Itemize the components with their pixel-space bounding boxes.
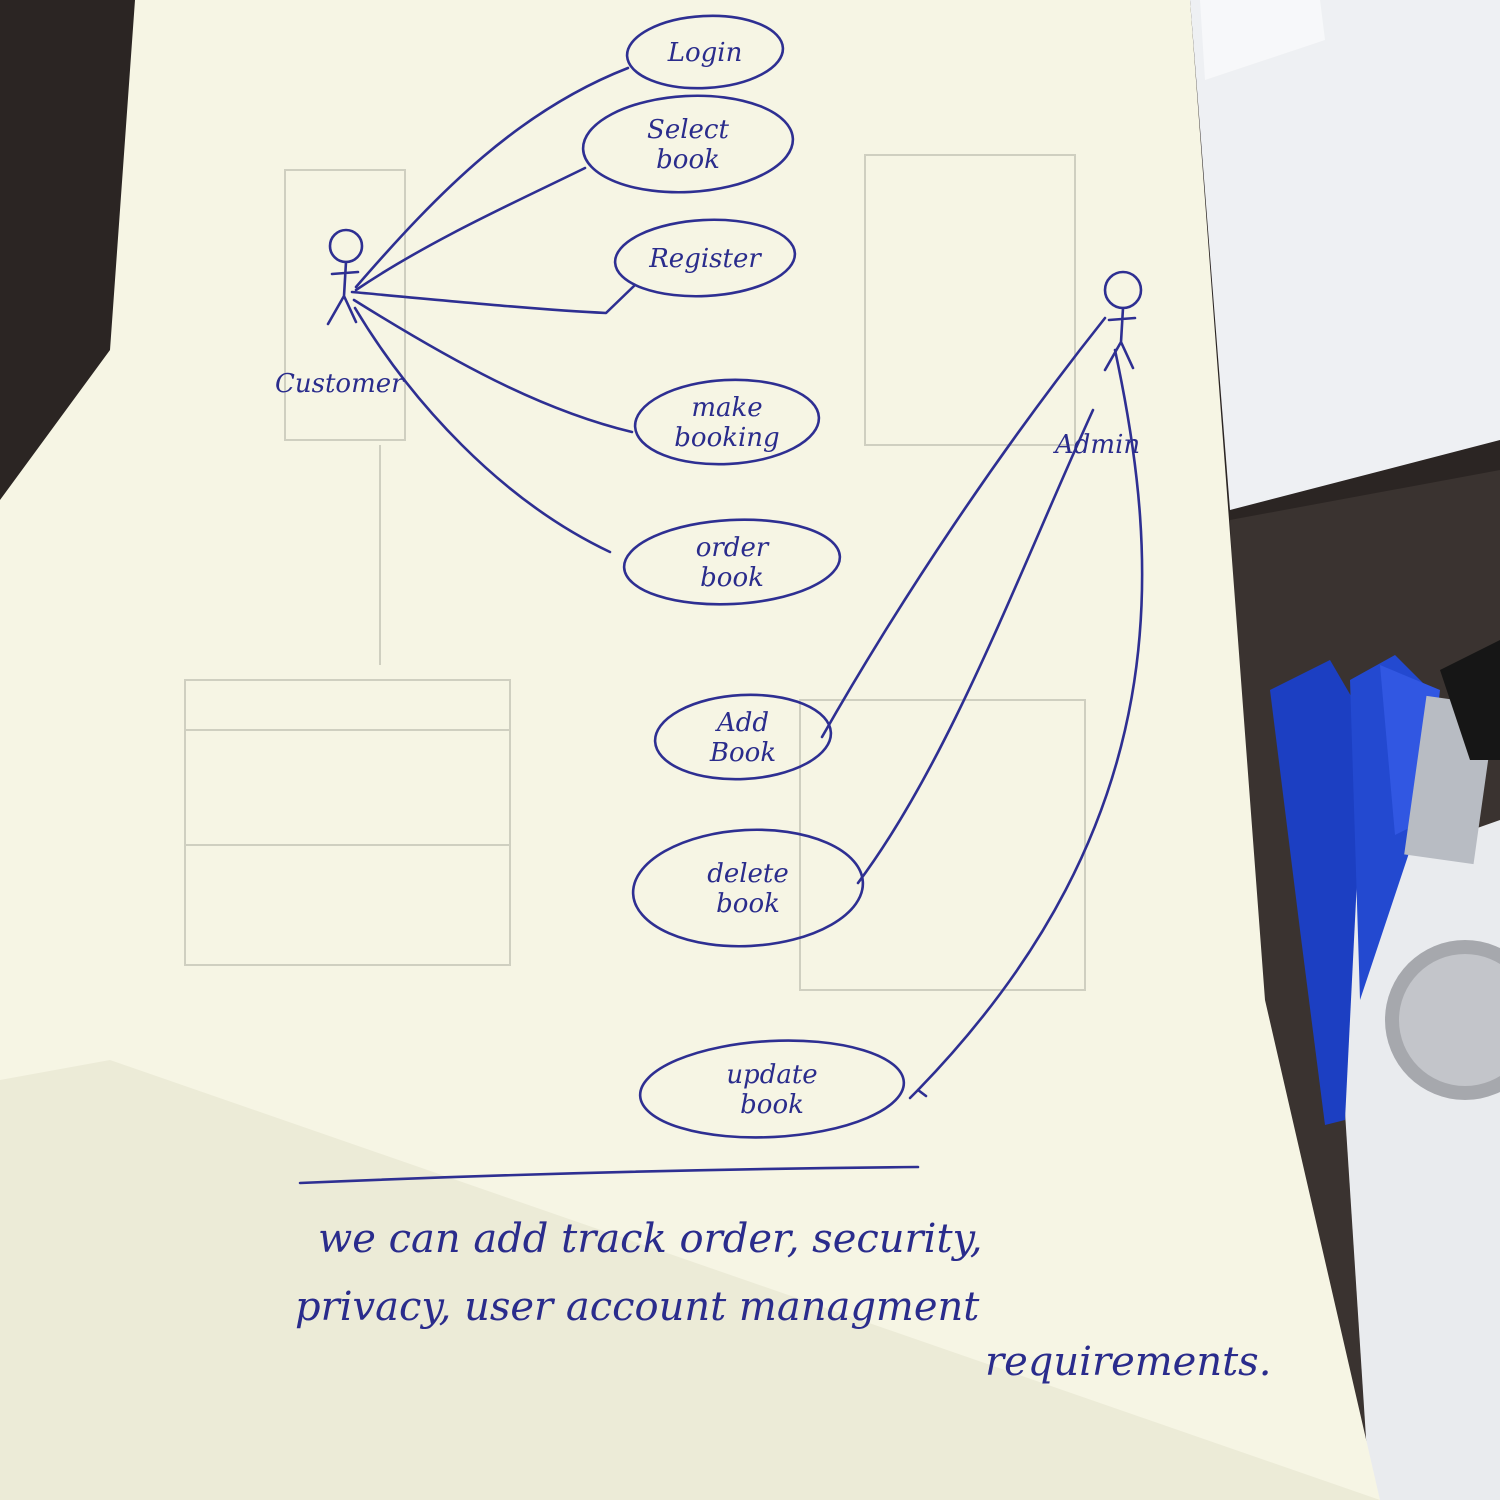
association-arrowhead (908, 1088, 928, 1100)
actor-body (1103, 306, 1137, 372)
use-case-ellipse (622, 518, 842, 606)
use-case-ellipse (613, 218, 797, 298)
actor-customer: Customer (275, 228, 405, 399)
use-case-label: delete (707, 859, 789, 889)
actor-admin: Admin (1053, 270, 1143, 460)
use-case-ellipse (631, 828, 865, 948)
actor-body (326, 260, 360, 326)
association-admin-delete-book (856, 408, 1095, 885)
actor-label: Admin (1053, 430, 1140, 460)
blue-pens (1270, 640, 1500, 1125)
white-document (1190, 0, 1500, 510)
handwritten-note: we can add track order, security, privacy… (295, 1216, 1271, 1385)
use-case-label: update (726, 1060, 817, 1090)
association-customer-select-book (354, 166, 587, 292)
show-through-marks (184, 154, 1086, 991)
use-case-ellipse (633, 378, 821, 466)
association-lines (350, 66, 1144, 1100)
paper-sheet (0, 0, 1380, 1500)
note-line: we can add track order, security, (318, 1216, 983, 1262)
actor-label: Customer (275, 369, 405, 399)
use-case-register: Register (613, 218, 797, 298)
use-case-layer: LoginSelectbookRegistermakebookingorderb… (581, 14, 906, 1139)
association-customer-make-booking (352, 298, 634, 434)
use-case-label: booking (674, 423, 779, 453)
use-case-label: Select (647, 115, 729, 145)
white-document-card (1200, 0, 1325, 80)
use-case-ellipse (638, 1039, 906, 1139)
association-customer-register (350, 283, 637, 315)
use-case-ellipse (581, 94, 795, 194)
use-case-label: Login (667, 38, 743, 68)
use-case-label: book (656, 145, 720, 175)
use-case-label: make (691, 393, 762, 423)
use-case-login: Login (625, 14, 785, 90)
use-case-label: book (716, 889, 780, 919)
silver-coin (1385, 940, 1500, 1100)
paper-shadow (0, 1060, 1380, 1500)
use-case-label: Register (648, 244, 762, 274)
association-admin-update-book (916, 348, 1144, 1092)
use-case-label: book (700, 563, 764, 593)
note-line: requirements. (985, 1339, 1271, 1385)
use-case-label: Book (709, 738, 776, 768)
use-case-label: order (696, 533, 770, 563)
note-line: privacy, user account managment (295, 1284, 980, 1330)
use-case-ellipse (625, 14, 785, 90)
association-customer-order-book (353, 306, 612, 554)
association-admin-add-book (820, 316, 1107, 739)
use-case-label: book (740, 1090, 804, 1120)
association-customer-login (354, 66, 630, 289)
use-case-label: Add (715, 708, 769, 738)
separator-line (298, 1165, 920, 1185)
use-case-ellipse (653, 693, 833, 781)
